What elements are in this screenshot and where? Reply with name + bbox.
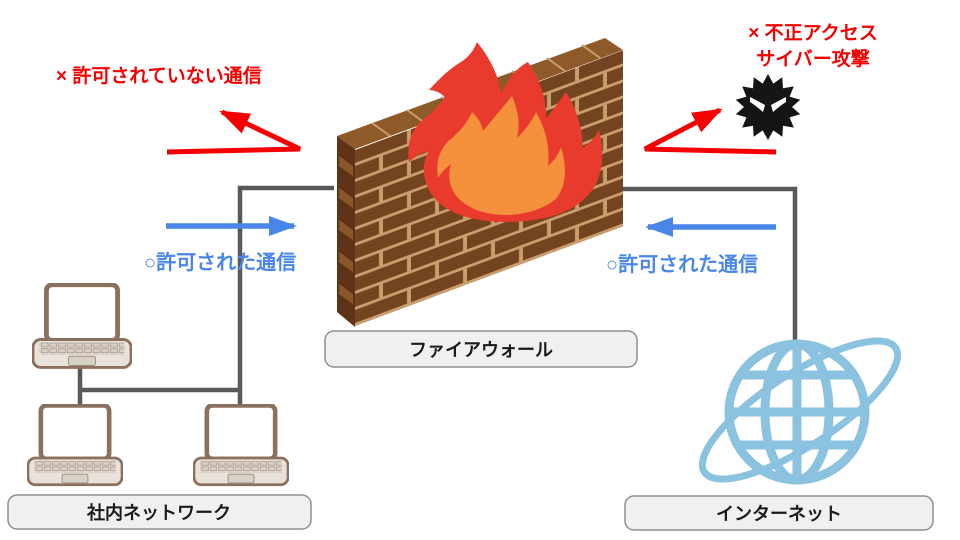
allowed-arrows [166,216,776,237]
globe-orbit-ring [698,337,902,483]
malware-spiky-ball [735,74,801,140]
internet-label-box [624,495,934,531]
label-boxes: ファイアウォール 社内ネットワーク インターネット [7,330,934,531]
blocked-outbound-text: × 許可されていない通信 [56,64,262,87]
internal-network-label-box [7,494,312,530]
allowed-outbound-text: ○許可された通信 [144,250,296,274]
fire-inner-flame [437,96,565,215]
malware-right-eye [771,97,786,112]
allowed-inbound-text: ○許可された通信 [606,252,758,276]
globe-icon [698,337,902,485]
malware-left-eye [750,97,765,112]
wall-side-brick-ends [339,156,353,304]
laptop-icon [194,405,288,484]
cyber-attack-text-line2: サイバー攻撃 [756,47,870,70]
fire-icon [408,42,603,223]
blocked-arrows [166,107,777,155]
laptop-icon [28,405,122,484]
blocked-arrow-right [643,107,777,155]
firewall-label-box [324,330,638,368]
internal-network-label: 社内ネットワーク [86,502,231,523]
firewall-label: ファイアウォール [409,340,553,360]
network-lines [77,185,798,408]
blocked-texts: × 許可されていない通信 × 不正アクセス サイバー攻撃 [56,22,878,87]
blocked-arrow-left [166,109,302,155]
malware-icon [735,74,801,140]
network-line-right [622,186,798,346]
cyber-attack-text-line1: × 不正アクセス [748,22,877,44]
network-line-left [77,185,334,408]
laptop-icon [33,285,131,368]
internet-label: インターネット [716,504,842,524]
allowed-texts: ○許可された通信 ○許可された通信 [144,250,758,276]
